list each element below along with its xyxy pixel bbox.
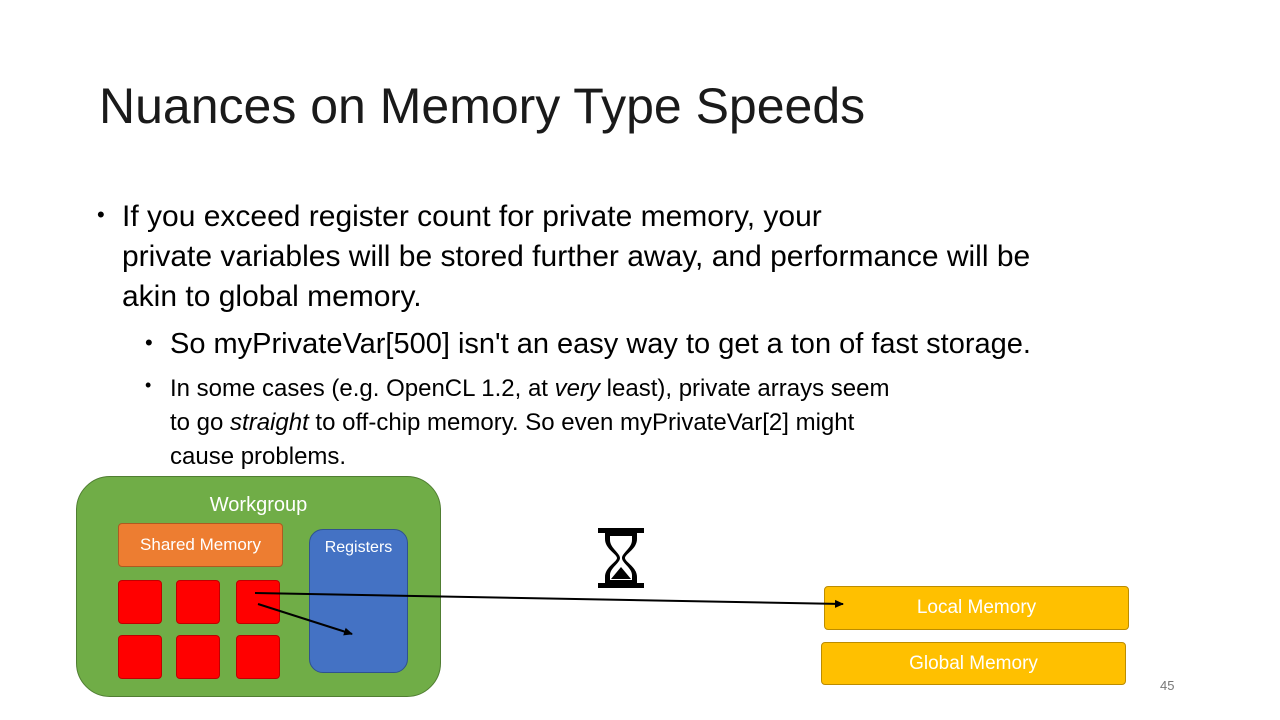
bullet-2: So myPrivateVar[500] isn't an easy way t… bbox=[170, 328, 1031, 360]
page-number: 45 bbox=[1160, 678, 1175, 693]
bullet-dot: • bbox=[97, 202, 105, 227]
thread-block bbox=[176, 635, 220, 679]
thread-block bbox=[236, 580, 280, 624]
slide-title: Nuances on Memory Type Speeds bbox=[99, 78, 866, 134]
bullet-3-line-2: to go straight to off-chip memory. So ev… bbox=[170, 409, 855, 436]
global-memory-box: Global Memory bbox=[821, 642, 1126, 685]
thread-block bbox=[118, 635, 162, 679]
local-memory-box: Local Memory bbox=[824, 586, 1129, 630]
registers-box: Registers bbox=[309, 529, 408, 673]
thread-block bbox=[176, 580, 220, 624]
hourglass-icon bbox=[598, 528, 644, 588]
bullet-1-line: private variables will be stored further… bbox=[122, 240, 1031, 273]
bullet-1: If you exceed register count for private… bbox=[122, 197, 1030, 317]
thread-block bbox=[236, 635, 280, 679]
bullet-dot: • bbox=[145, 330, 153, 355]
bullet-3: In some cases (e.g. OpenCL 1.2, at very … bbox=[170, 372, 889, 474]
bullet-1-line: akin to global memory. bbox=[122, 280, 422, 313]
bullet-1-line: If you exceed register count for private… bbox=[122, 200, 822, 233]
bullet-dot: • bbox=[145, 375, 152, 395]
thread-block bbox=[118, 580, 162, 624]
bullet-3-line-3: cause problems. bbox=[170, 443, 347, 470]
shared-memory-box: Shared Memory bbox=[118, 523, 283, 567]
workgroup-label: Workgroup bbox=[209, 494, 308, 516]
bullet-3-line-1: In some cases (e.g. OpenCL 1.2, at very … bbox=[170, 375, 890, 402]
